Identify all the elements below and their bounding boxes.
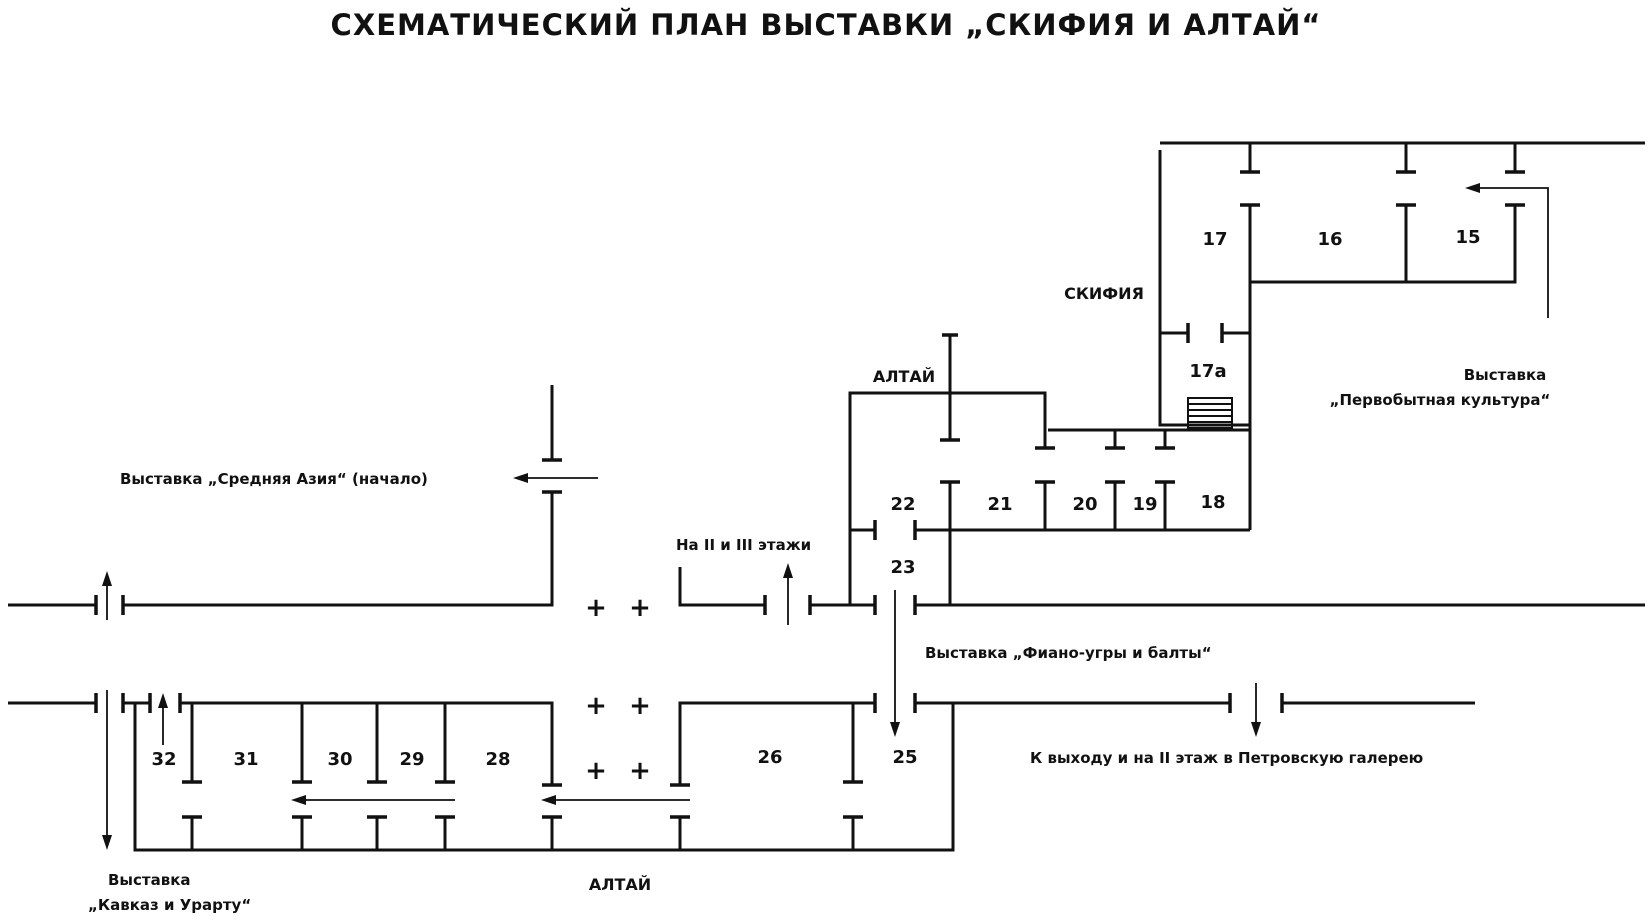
door-jambs <box>94 143 1525 819</box>
staircase-icon <box>1187 397 1233 429</box>
room-22: 22 <box>890 494 915 515</box>
room-15: 15 <box>1455 227 1480 248</box>
arrow-26-to-28 <box>541 795 690 805</box>
room-26: 26 <box>757 747 782 768</box>
route-arrows <box>102 183 1549 850</box>
arrow-23-to-25 <box>890 590 900 737</box>
room-29: 29 <box>399 749 424 770</box>
note-caucasus-1: Выставка <box>108 871 191 889</box>
room-28: 28 <box>485 749 510 770</box>
plan-title: СХЕМАТИЧЕСКИЙ ПЛАН ВЫСТАВКИ „СКИФИЯ И АЛ… <box>330 8 1322 42</box>
section-altai-lower: АЛТАЙ <box>589 875 651 894</box>
note-upper-floors: На II и III этажи <box>676 536 811 554</box>
note-finno-ugric: Выставка „Фиано-угры и балты“ <box>925 644 1212 662</box>
room-19: 19 <box>1132 494 1157 515</box>
columns: + + + + + + <box>585 593 651 786</box>
note-primitive-culture-1: Выставка <box>1464 366 1547 384</box>
room-32: 32 <box>151 749 176 770</box>
section-altai-upper: АЛТАЙ <box>873 367 935 386</box>
arrow-left-corridor-up <box>102 571 112 620</box>
room-numbers: 17 16 15 17а 18 19 20 21 22 23 25 26 28 … <box>151 227 1480 770</box>
room-20: 20 <box>1072 494 1097 515</box>
note-primitive-culture-2: „Первобытная культура“ <box>1330 391 1551 409</box>
note-caucasus-2: „Кавказ и Урарту“ <box>88 896 251 914</box>
walls <box>8 141 1645 852</box>
room-18: 18 <box>1200 492 1225 513</box>
room-17a: 17а <box>1189 361 1226 382</box>
arrow-from-primitive-culture <box>1465 183 1549 318</box>
arrow-28-to-30 <box>291 795 455 805</box>
room-25: 25 <box>892 747 917 768</box>
room-16: 16 <box>1317 229 1342 250</box>
column-mark: + <box>629 593 651 623</box>
note-exit: К выходу и на II этаж в Петровскую галер… <box>1030 749 1423 767</box>
room-21: 21 <box>987 494 1012 515</box>
arrow-to-central-asia <box>513 473 598 483</box>
room-17: 17 <box>1202 229 1227 250</box>
column-mark: + <box>585 691 607 721</box>
column-mark: + <box>585 593 607 623</box>
section-scythia: СКИФИЯ <box>1064 284 1144 303</box>
arrow-to-caucasus <box>102 690 112 850</box>
column-mark: + <box>629 756 651 786</box>
arrow-to-exit <box>1251 683 1261 737</box>
room-23: 23 <box>890 557 915 578</box>
room-31: 31 <box>233 749 258 770</box>
room-30: 30 <box>327 749 352 770</box>
arrow-room-32-up <box>158 693 168 745</box>
column-mark: + <box>585 756 607 786</box>
note-central-asia: Выставка „Средняя Азия“ (начало) <box>120 470 428 488</box>
arrow-to-upper-floors <box>783 563 793 625</box>
column-mark: + <box>629 691 651 721</box>
